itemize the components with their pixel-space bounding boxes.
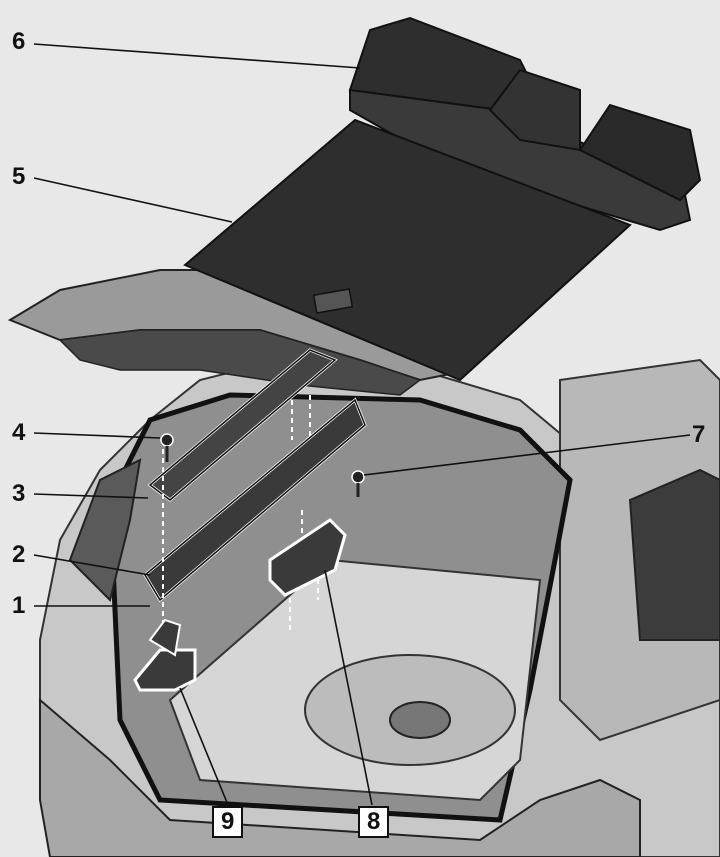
part-6-cover-roll xyxy=(348,16,702,232)
callout-8: 8 xyxy=(358,806,390,838)
callout-2: 2 xyxy=(12,541,26,568)
callout-1: 1 xyxy=(12,592,26,619)
rear-bumper xyxy=(39,697,641,857)
part-7-screw xyxy=(351,470,365,497)
part-9-lower-bracket xyxy=(133,648,197,692)
part-1-clip xyxy=(148,618,182,657)
callout-3: 3 xyxy=(12,480,26,507)
spare-wheel-hub xyxy=(389,701,451,739)
part-8-bracket xyxy=(268,518,347,597)
tailgate-glass xyxy=(58,329,422,396)
callout-9: 9 xyxy=(212,806,244,838)
leader-lines xyxy=(33,43,691,806)
floor-panel-handle xyxy=(312,288,354,314)
callout-4: 4 xyxy=(12,419,26,446)
part-4-screw xyxy=(160,433,174,462)
part-5-floor-panel xyxy=(183,118,632,382)
callout-5: 5 xyxy=(12,163,26,190)
side-window xyxy=(628,468,720,641)
callout-6: 6 xyxy=(12,28,26,55)
callout-7: 7 xyxy=(692,421,706,448)
